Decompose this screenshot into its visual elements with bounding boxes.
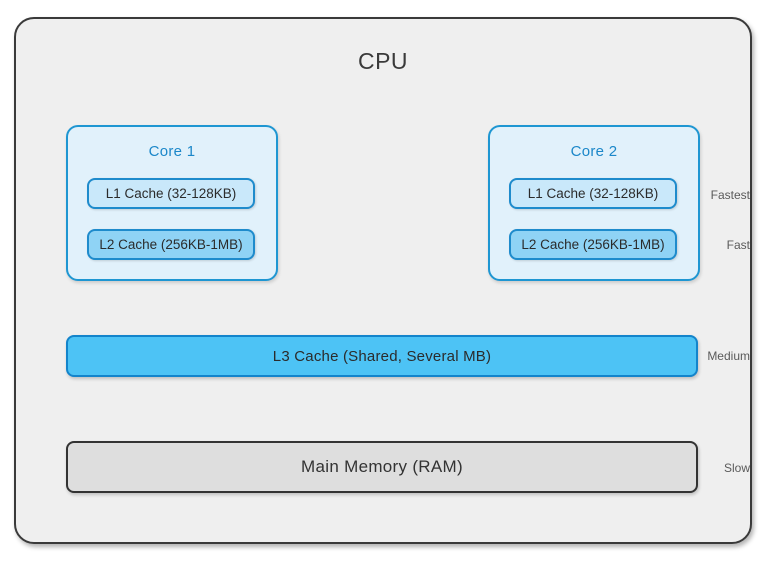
- speed-label-slow: Slow: [723, 461, 750, 475]
- speed-label-fast: Fast: [726, 238, 750, 252]
- l3-cache-bar: L3 Cache (Shared, Several MB): [66, 335, 698, 377]
- core-2-l2-cache-box: L2 Cache (256KB-1MB): [509, 229, 677, 260]
- core-1-box: Core 1 L1 Cache (32-128KB) L2 Cache (256…: [66, 125, 278, 281]
- core-1-l2-cache-box: L2 Cache (256KB-1MB): [87, 229, 255, 260]
- cpu-title: CPU: [357, 48, 409, 74]
- core-2-l1-cache-box: L1 Cache (32-128KB): [509, 178, 677, 209]
- core-1-l1-cache-box: L1 Cache (32-128KB): [87, 178, 255, 209]
- speed-label-medium: Medium: [707, 349, 750, 363]
- core-2-box: Core 2 L1 Cache (32-128KB) L2 Cache (256…: [488, 125, 700, 281]
- core-1-label: Core 1: [148, 143, 196, 160]
- speed-label-fastest: Fastest: [710, 188, 750, 202]
- main-memory-bar: Main Memory (RAM): [66, 441, 698, 493]
- core-2-label: Core 2: [570, 143, 618, 160]
